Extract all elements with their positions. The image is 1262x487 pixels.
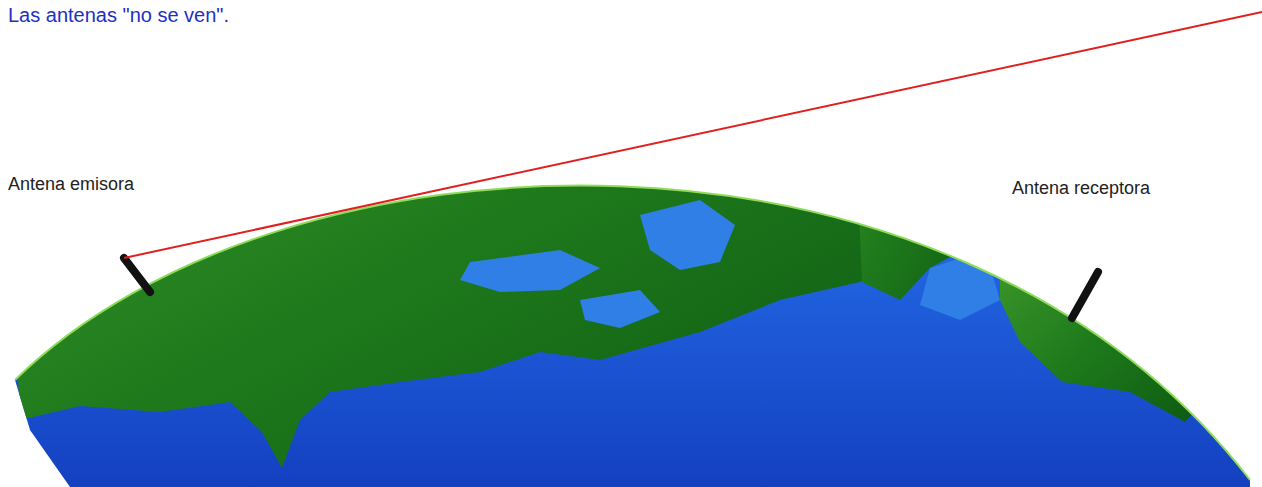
- land-mass: [850, 0, 1000, 300]
- inland-sea: [580, 290, 660, 328]
- antenna-label: Antena receptora: [1012, 178, 1150, 199]
- inland-sea: [640, 200, 735, 270]
- title: Las antenas "no se ven".: [8, 4, 229, 27]
- receiving-antenna: [1072, 272, 1098, 318]
- antenna-label: Antena emisora: [8, 174, 134, 195]
- rim-highlight: [15, 186, 1250, 480]
- text-slot: Las antenas "no se ven".: [8, 4, 229, 27]
- land-mass: [0, 0, 900, 468]
- text-slot: Antena receptora: [1012, 178, 1150, 199]
- text-slot: Antena emisora: [8, 174, 134, 195]
- transmitting-antenna: [124, 258, 150, 292]
- signal-ray: [124, 12, 1262, 258]
- inland-sea: [460, 250, 600, 292]
- land-mass: [1000, 236, 1205, 422]
